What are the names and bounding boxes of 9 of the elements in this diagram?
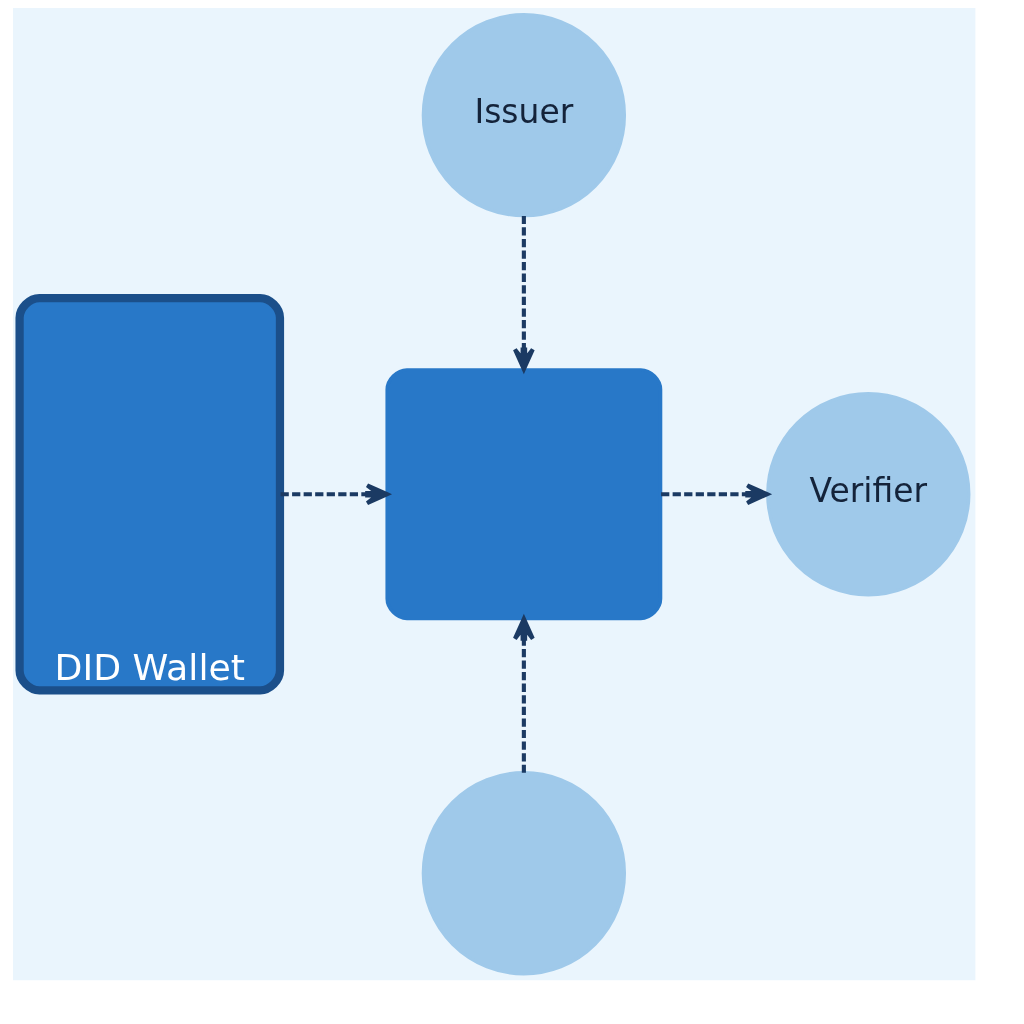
node-circle: Verifier	[766, 392, 971, 597]
node-box	[385, 368, 663, 621]
arrow	[512, 216, 535, 372]
arrow	[661, 483, 770, 506]
node-circle: Issuer	[421, 13, 627, 218]
node-box: DID Wallet	[15, 294, 285, 695]
arrow	[280, 483, 390, 506]
arrow	[512, 616, 535, 773]
node-circle	[421, 771, 627, 976]
